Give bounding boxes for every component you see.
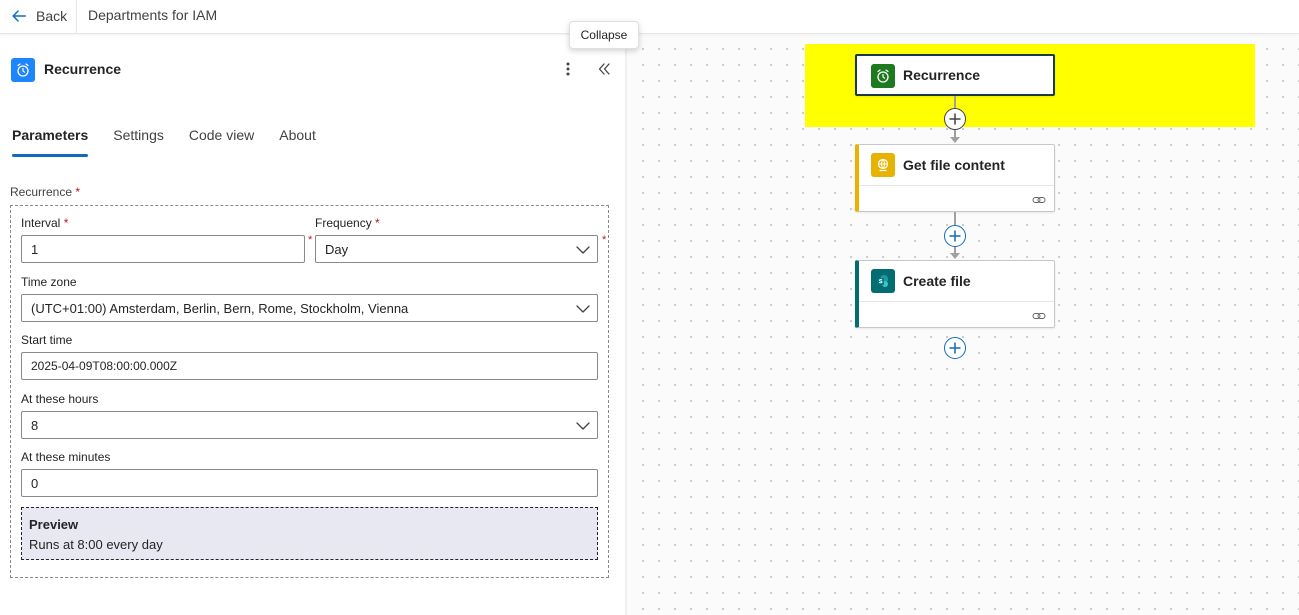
flow-node-create-file[interactable]: Create file	[855, 260, 1055, 328]
node-divider	[859, 301, 1054, 302]
interval-required-marker: *	[308, 234, 313, 246]
at-these-minutes-value: 0	[31, 475, 39, 491]
back-label: Back	[36, 8, 68, 24]
node-divider	[859, 185, 1054, 186]
at-these-minutes-input[interactable]: 0	[21, 469, 598, 497]
top-bar: Back Departments for IAM	[0, 0, 1299, 34]
required-marker: *	[63, 216, 69, 230]
at-these-hours-label: At these hours	[21, 392, 99, 406]
link-icon	[1032, 197, 1046, 203]
time-zone-dropdown[interactable]: (UTC+01:00) Amsterdam, Berlin, Bern, Rom…	[21, 294, 598, 322]
at-these-hours-value: 8	[31, 417, 39, 433]
file-globe-icon	[871, 153, 895, 177]
interval-label: Interval *	[21, 216, 68, 230]
node-title: Recurrence	[903, 67, 981, 83]
sharepoint-icon	[871, 269, 895, 293]
time-zone-value: (UTC+01:00) Amsterdam, Berlin, Bern, Rom…	[31, 300, 409, 316]
flow-canvas[interactable]	[629, 35, 1299, 615]
at-these-hours-dropdown[interactable]: 8	[21, 411, 598, 439]
at-these-minutes-label: At these minutes	[21, 450, 111, 464]
start-time-input[interactable]: 2025-04-09T08:00:00.000Z	[21, 352, 598, 380]
add-step-button[interactable]	[944, 337, 966, 359]
frequency-label: Frequency *	[315, 216, 380, 230]
alarm-clock-icon	[871, 64, 895, 88]
panel-shadow	[625, 35, 629, 615]
interval-label-text: Interval	[21, 216, 61, 230]
frequency-value: Day	[325, 241, 349, 257]
node-title: Get file content	[903, 157, 1005, 173]
arrow-down-icon	[950, 253, 960, 259]
connector-line	[954, 212, 956, 225]
recurrence-section-label: Recurrence *	[10, 185, 80, 199]
recurrence-fieldset	[10, 205, 609, 578]
frequency-label-text: Frequency	[315, 216, 372, 230]
more-vertical-icon	[566, 62, 570, 76]
time-zone-label: Time zone	[21, 275, 77, 289]
tab-settings[interactable]: Settings	[113, 127, 164, 143]
recurrence-section-label-text: Recurrence	[10, 185, 73, 199]
node-title: Create file	[903, 273, 971, 289]
link-icon	[1032, 313, 1046, 319]
interval-value: 1	[31, 241, 39, 257]
more-options-button[interactable]	[558, 59, 578, 79]
tab-about[interactable]: About	[279, 127, 316, 143]
chevron-down-icon	[576, 246, 590, 254]
schedule-preview: Preview Runs at 8:00 every day	[21, 507, 598, 560]
plus-icon	[949, 113, 961, 125]
collapse-tooltip: Collapse	[569, 21, 639, 49]
panel-title: Recurrence	[44, 61, 122, 77]
preview-text: Runs at 8:00 every day	[29, 537, 163, 552]
plus-icon	[949, 230, 961, 242]
insert-step-button[interactable]	[944, 108, 966, 130]
connector-line	[954, 130, 956, 138]
insert-step-button[interactable]	[944, 225, 966, 247]
start-time-value: 2025-04-09T08:00:00.000Z	[31, 359, 178, 373]
plus-icon	[949, 342, 961, 354]
start-time-label: Start time	[21, 333, 73, 347]
chevron-down-icon	[576, 422, 590, 430]
topbar-divider	[76, 0, 77, 34]
double-chevron-left-icon	[598, 63, 610, 75]
preview-title: Preview	[29, 517, 79, 532]
tab-parameters[interactable]: Parameters	[12, 127, 89, 157]
chevron-down-icon	[576, 305, 590, 313]
interval-input[interactable]: 1	[21, 235, 305, 263]
collapse-panel-button[interactable]	[594, 59, 614, 79]
panel-tabs: Parameters Settings Code view About	[12, 127, 341, 157]
tab-code-view[interactable]: Code view	[188, 127, 255, 143]
recurrence-icon	[11, 58, 35, 82]
flow-node-recurrence[interactable]: Recurrence	[855, 54, 1055, 96]
frequency-dropdown[interactable]: Day	[315, 235, 598, 263]
arrow-down-icon	[950, 137, 960, 143]
frequency-required-marker: *	[602, 234, 607, 246]
connector-line	[954, 247, 956, 254]
required-marker: *	[375, 216, 380, 230]
connector-line	[954, 96, 956, 108]
back-button[interactable]: Back	[10, 5, 67, 27]
flow-title: Departments for IAM	[88, 7, 218, 23]
required-marker: *	[75, 185, 81, 199]
flow-node-get-file-content[interactable]: Get file content	[855, 144, 1055, 212]
arrow-left-icon	[12, 10, 27, 22]
